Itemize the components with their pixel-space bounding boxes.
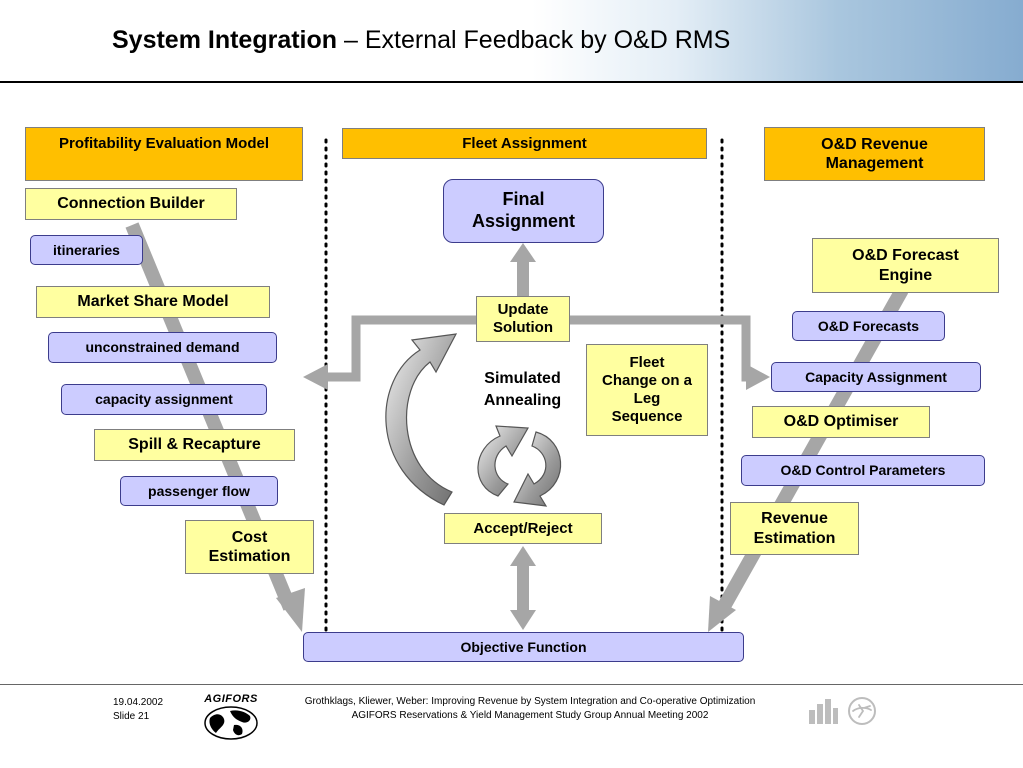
cost-estimation-box: Cost Estimation — [185, 520, 314, 574]
university-logo-icon — [809, 699, 838, 724]
simulated-annealing-curve-arrow — [385, 333, 458, 506]
feedback-arrow-left — [303, 364, 328, 390]
left-chain-arrow-head — [276, 588, 305, 632]
right-chain-arrow-shaft — [715, 286, 909, 614]
od-forecast-engine-box: O&D Forecast Engine — [812, 238, 999, 293]
spill-recapture-box: Spill & Recapture — [94, 429, 295, 461]
market-share-model-box: Market Share Model — [36, 286, 270, 318]
itineraries-box: itineraries — [30, 235, 143, 265]
slide-title: System Integration – External Feedback b… — [112, 26, 730, 55]
simulated-annealing-label: Simulated Annealing — [483, 370, 562, 409]
fleet-change-box: Fleet Change on a Leg Sequence — [586, 344, 708, 436]
od-optimiser-box: O&D Optimiser — [752, 406, 930, 438]
slide-title-rest: – External Feedback by O&D RMS — [337, 26, 731, 54]
final-assignment-box: Final Assignment — [443, 179, 604, 243]
feedback-arrow-right — [746, 364, 770, 390]
update-solution-box: Update Solution — [476, 296, 570, 342]
header-od-revenue-management: O&D Revenue Management — [764, 127, 985, 181]
agifors-logo-text: AGIFORS — [204, 693, 258, 705]
accept-reject-box: Accept/Reject — [444, 513, 602, 544]
od-control-parameters-box: O&D Control Parameters — [741, 455, 985, 486]
footer-citation-line1: Grothklags, Kliewer, Weber: Improving Re… — [304, 696, 756, 707]
connection-builder-box: Connection Builder — [25, 188, 237, 220]
agifors-logo: AGIFORS — [200, 693, 262, 741]
cycle-arrow-left — [477, 425, 529, 497]
passenger-flow-box: passenger flow — [120, 476, 278, 506]
header-profitability-evaluation-model: Profitability Evaluation Model — [25, 127, 303, 181]
capacity-assignment-right-box: Capacity Assignment — [771, 362, 981, 392]
capacity-assignment-left-box: capacity assignment — [61, 384, 267, 415]
od-forecasts-box: O&D Forecasts — [792, 311, 945, 341]
revenue-estimation-box: Revenue Estimation — [730, 502, 859, 555]
header-divider — [0, 81, 1023, 83]
footer-divider — [0, 684, 1023, 685]
double-arrow-head-up — [510, 546, 536, 566]
up-arrow-head — [510, 243, 536, 262]
double-arrow-head-down — [510, 610, 536, 630]
cycle-arrow-right — [513, 431, 562, 507]
lufthansa-crane-icon — [848, 697, 876, 725]
objective-function-box: Objective Function — [303, 632, 744, 662]
unconstrained-demand-box: unconstrained demand — [48, 332, 277, 363]
footer-date: 19.04.2002 — [113, 697, 164, 708]
up-arrow-shaft — [517, 258, 529, 296]
footer-slide-number: Slide 21 — [113, 711, 150, 722]
globe-icon — [204, 706, 258, 740]
right-chain-arrow-head — [708, 596, 736, 632]
double-arrow-shaft — [517, 562, 529, 612]
header-fleet-assignment: Fleet Assignment — [342, 128, 707, 159]
slide-title-bold: System Integration — [112, 26, 338, 54]
header-background — [0, 0, 1023, 82]
footer-citation-line2: AGIFORS Reservations & Yield Management … — [351, 710, 709, 721]
